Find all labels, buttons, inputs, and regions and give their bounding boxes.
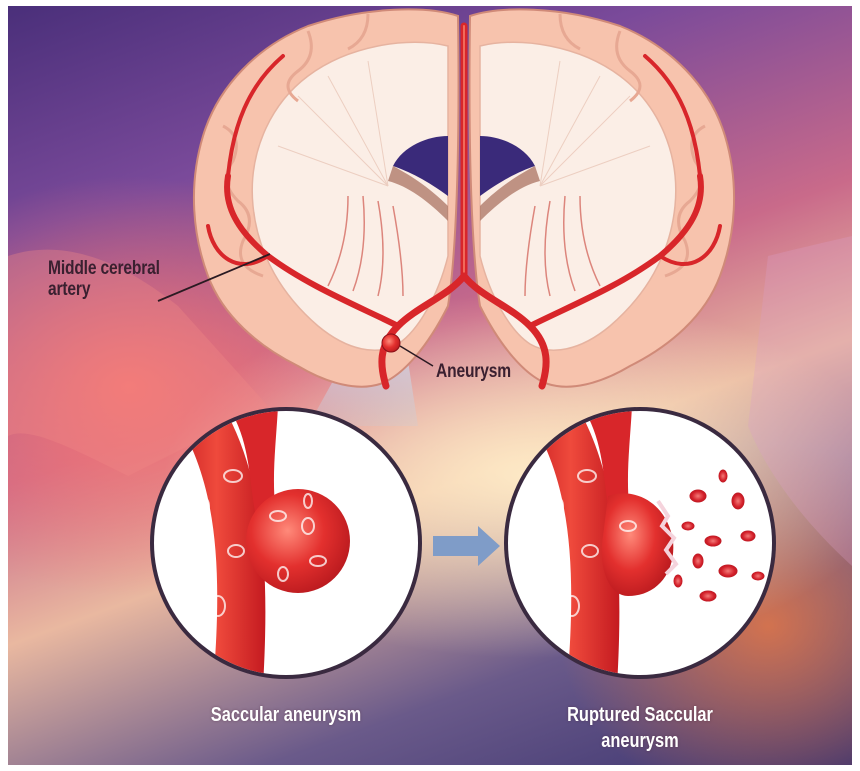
saccular-caption-text: Saccular aneurysm [171, 702, 401, 728]
saccular-aneurysm-magnifier [150, 406, 422, 686]
mca-label-line2: artery [48, 279, 160, 300]
aneurysm-label: Aneurysm [436, 361, 511, 382]
ruptured-caption-line2: aneurysm [525, 728, 755, 754]
progression-arrow [433, 526, 500, 566]
ruptured-caption-line1: Ruptured Saccular [525, 702, 755, 728]
mca-label-line1: Middle cerebral [48, 258, 160, 279]
saccular-aneurysm-caption: Saccular aneurysm [171, 702, 401, 728]
middle-cerebral-artery-label: Middle cerebral artery [48, 258, 160, 300]
illustration-frame: Middle cerebral artery Aneurysm Saccular… [8, 6, 852, 765]
aneurysm-illustration [8, 6, 852, 765]
aneurysm-bulb [382, 334, 400, 352]
ruptured-saccular-aneurysm-caption: Ruptured Saccular aneurysm [525, 702, 755, 754]
ruptured-aneurysm-magnifier [504, 406, 776, 686]
